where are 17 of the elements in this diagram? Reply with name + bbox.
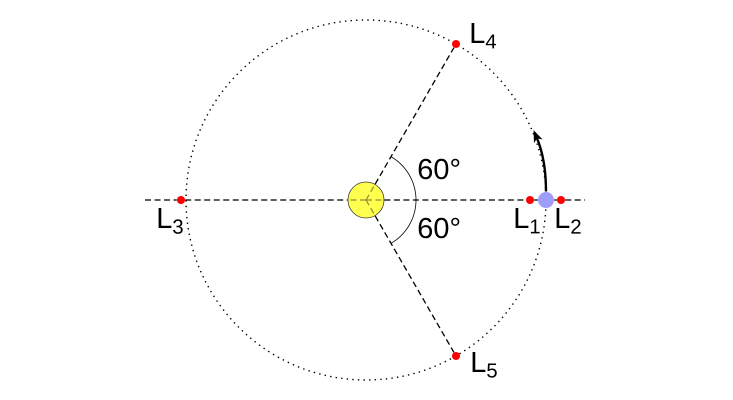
point-label: L$_{1}$ — [516, 208, 540, 234]
point-label: L$_{5}$ — [472, 352, 497, 378]
dashed-line — [145, 199, 177, 201]
dashed-line — [554, 199, 557, 201]
dashed-line — [384, 199, 526, 201]
dashed-line — [374, 47, 454, 184]
dashed-line — [534, 199, 538, 201]
angle-label: 60° — [418, 218, 460, 238]
planet-circle — [538, 192, 554, 208]
dashed-line — [374, 216, 454, 353]
dashed-line — [185, 199, 348, 201]
point-label: L$_{2}$ — [556, 208, 581, 234]
point-label: L$_{4}$ — [472, 23, 496, 48]
dashed-line — [565, 199, 585, 201]
angle-label: 60° — [418, 158, 460, 180]
sun-circle — [348, 182, 384, 218]
point-label: L$_{3}$ — [158, 208, 183, 234]
